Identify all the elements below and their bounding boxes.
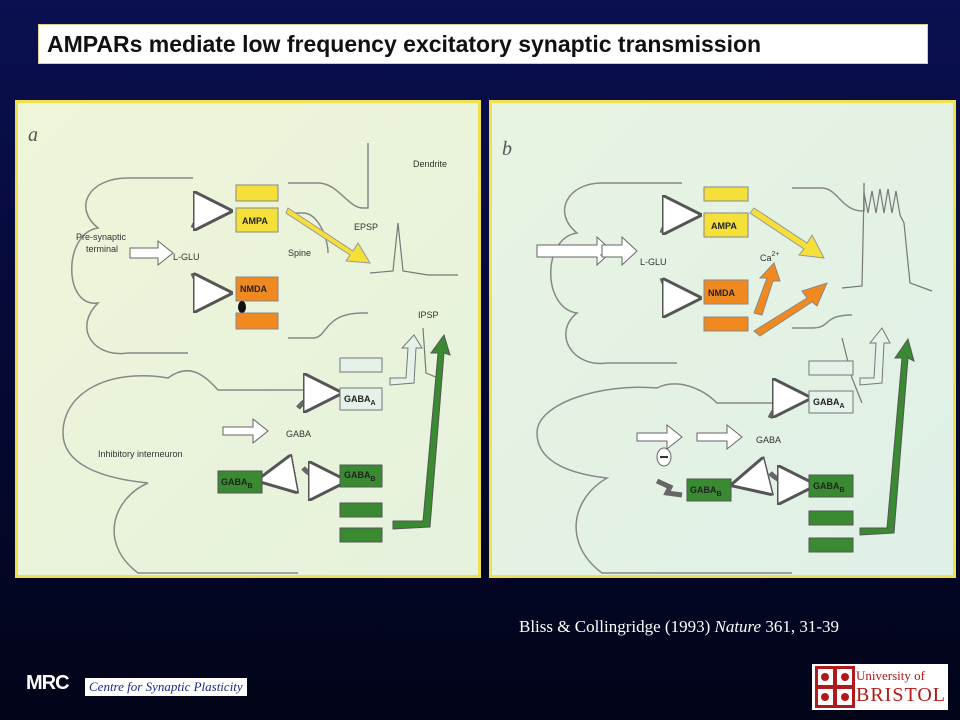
gaba-a-ipsp-arrow-b	[859, 327, 891, 386]
gaba-b-receptor-2	[339, 502, 383, 518]
epsp-arrow	[285, 207, 371, 264]
gaba-a-label-b: GABAA	[813, 397, 845, 410]
interneuron-outline-b	[536, 383, 792, 574]
presynaptic-arrow	[129, 239, 174, 267]
gaba-b-ipsp-arrow-b	[859, 337, 915, 536]
calcium-arrow-diag	[753, 282, 828, 337]
ampa-label: AMPA	[242, 216, 268, 226]
glu-arrow-up-b	[659, 215, 692, 233]
ampa-receptor-top-b	[703, 186, 749, 202]
ipsp-label: IPSP	[418, 310, 439, 320]
gaba-b-receptor-3-b	[808, 537, 854, 553]
gaba-release-arrow	[222, 417, 269, 445]
nmda-label: NMDA	[240, 284, 267, 294]
gaba-arrow-up	[296, 393, 333, 408]
gaba-arrow-left	[266, 475, 288, 479]
nmda-trace	[841, 188, 933, 292]
spine-label: Spine	[288, 248, 311, 258]
lglu-label-b: L-GLU	[640, 257, 667, 267]
mrc-logo: MRC	[26, 672, 70, 694]
gaba-b-left-label: GABAB	[221, 477, 253, 490]
gaba-b-label: GABAB	[344, 470, 376, 483]
centre-label: Centre for Synaptic Plasticity	[85, 678, 247, 696]
ampa-label-b: AMPA	[711, 221, 737, 231]
nmda-receptor-b	[703, 279, 749, 305]
diagram-panel-b: b L-GLU AMPA NMDA Ca2+ GABA GABAA GABAB …	[489, 100, 956, 578]
gaba-arrow-down	[301, 468, 338, 481]
gaba-a-receptor	[339, 387, 383, 411]
spine-outline	[288, 212, 329, 254]
calcium-arrow-up	[753, 262, 781, 316]
gaba-a-label: GABAA	[344, 394, 376, 407]
gaba-b-receptor-2-b	[808, 510, 854, 526]
dendrite-label: Dendrite	[413, 159, 447, 169]
ampa-receptor	[235, 207, 279, 233]
presynaptic-terminal-outline	[71, 177, 193, 355]
gaba-release-arrow-b-1	[636, 423, 683, 451]
gaba-b-ipsp-arrow	[392, 333, 451, 530]
nmda-receptor	[235, 276, 279, 302]
panel-letter-b: b	[502, 138, 512, 160]
ampa-receptor-b	[703, 212, 749, 238]
gaba-arrow-down-b	[768, 473, 807, 485]
nmda-receptor-lower-b	[703, 316, 749, 332]
gaba-b-left-receptor-b	[686, 478, 732, 502]
dendrite-outline-b	[792, 183, 865, 212]
glu-arrow-down-b	[659, 277, 692, 298]
gaba-arrow-up-b	[767, 398, 802, 420]
gaba-b-receptor-b	[808, 474, 854, 498]
ampa-receptor-top	[235, 184, 279, 202]
glu-arrow-down	[190, 272, 223, 293]
panel-letter-a: a	[28, 124, 38, 146]
panel-b-drawing: b L-GLU AMPA NMDA Ca2+ GABA GABAA GABAB …	[502, 138, 933, 574]
gaba-b-left-receptor	[217, 470, 263, 494]
university-name-line2: BRISTOL	[856, 684, 946, 706]
slide-title-box: AMPARs mediate low frequency excitatory …	[38, 24, 928, 64]
nmda-label-b: NMDA	[708, 288, 735, 298]
gaba-a-receptor-top-b	[808, 360, 854, 376]
gaba-a-receptor-top	[339, 357, 383, 373]
presynaptic-terminal-outline-b	[550, 182, 682, 365]
epsp-trace	[369, 222, 458, 276]
dendrite-outline-top	[288, 143, 369, 209]
citation-ref: 361, 31-39	[761, 617, 840, 636]
gaba-label-b: GABA	[756, 435, 781, 445]
nmda-receptor-lower	[235, 312, 279, 330]
citation-journal: Nature	[714, 617, 762, 636]
gaba-a-ipsp-arrow	[389, 334, 423, 386]
mg-block-icon	[238, 301, 246, 313]
slide-title: AMPARs mediate low frequency excitatory …	[47, 30, 762, 57]
presynaptic-arrow-b-2	[601, 235, 638, 267]
ipsp-trace-b	[841, 337, 863, 404]
gaba-b-feedback-arrow	[655, 478, 683, 498]
gaba-release-arrow-b-2	[696, 423, 743, 451]
glu-arrow-up	[190, 211, 223, 228]
gaba-label: GABA	[286, 429, 311, 439]
presynaptic-arrow-b-1	[536, 235, 613, 267]
interneuron-label: Inhibitory interneuron	[98, 449, 183, 459]
university-name-line1: University of	[856, 668, 925, 683]
panel-a-drawing: a Pre-synaptic terminal Dendrite Spine L…	[28, 124, 458, 574]
university-of-bristol-logo: University of BRISTOL	[812, 664, 948, 710]
gaba-b-label-b: GABAB	[813, 481, 845, 494]
gaba-b-receptor	[339, 464, 383, 488]
gaba-arrow-left-b	[740, 478, 760, 483]
gaba-b-left-label-b: GABAB	[690, 485, 722, 498]
bristol-crest-icon	[815, 666, 855, 708]
presynaptic-label-2: terminal	[86, 244, 118, 254]
citation: Bliss & Collingridge (1993) Nature 361, …	[519, 617, 839, 637]
spine-outline-b	[792, 314, 853, 329]
citation-authors: Bliss & Collingridge (1993)	[519, 617, 715, 636]
ca-label: Ca2+	[760, 251, 780, 263]
epsp-label: EPSP	[354, 222, 378, 232]
presynaptic-label-1: Pre-synaptic	[76, 232, 127, 242]
gaba-b-receptor-3	[339, 527, 383, 543]
lglu-label: L-GLU	[173, 252, 200, 262]
interneuron-outline	[62, 369, 318, 574]
spine-outline-lower	[288, 312, 368, 339]
ipsp-trace	[422, 327, 439, 379]
epsp-arrow-b	[749, 207, 825, 259]
diagram-panel-a: a Pre-synaptic terminal Dendrite Spine L…	[15, 100, 481, 578]
gaba-a-receptor-b	[808, 390, 854, 414]
